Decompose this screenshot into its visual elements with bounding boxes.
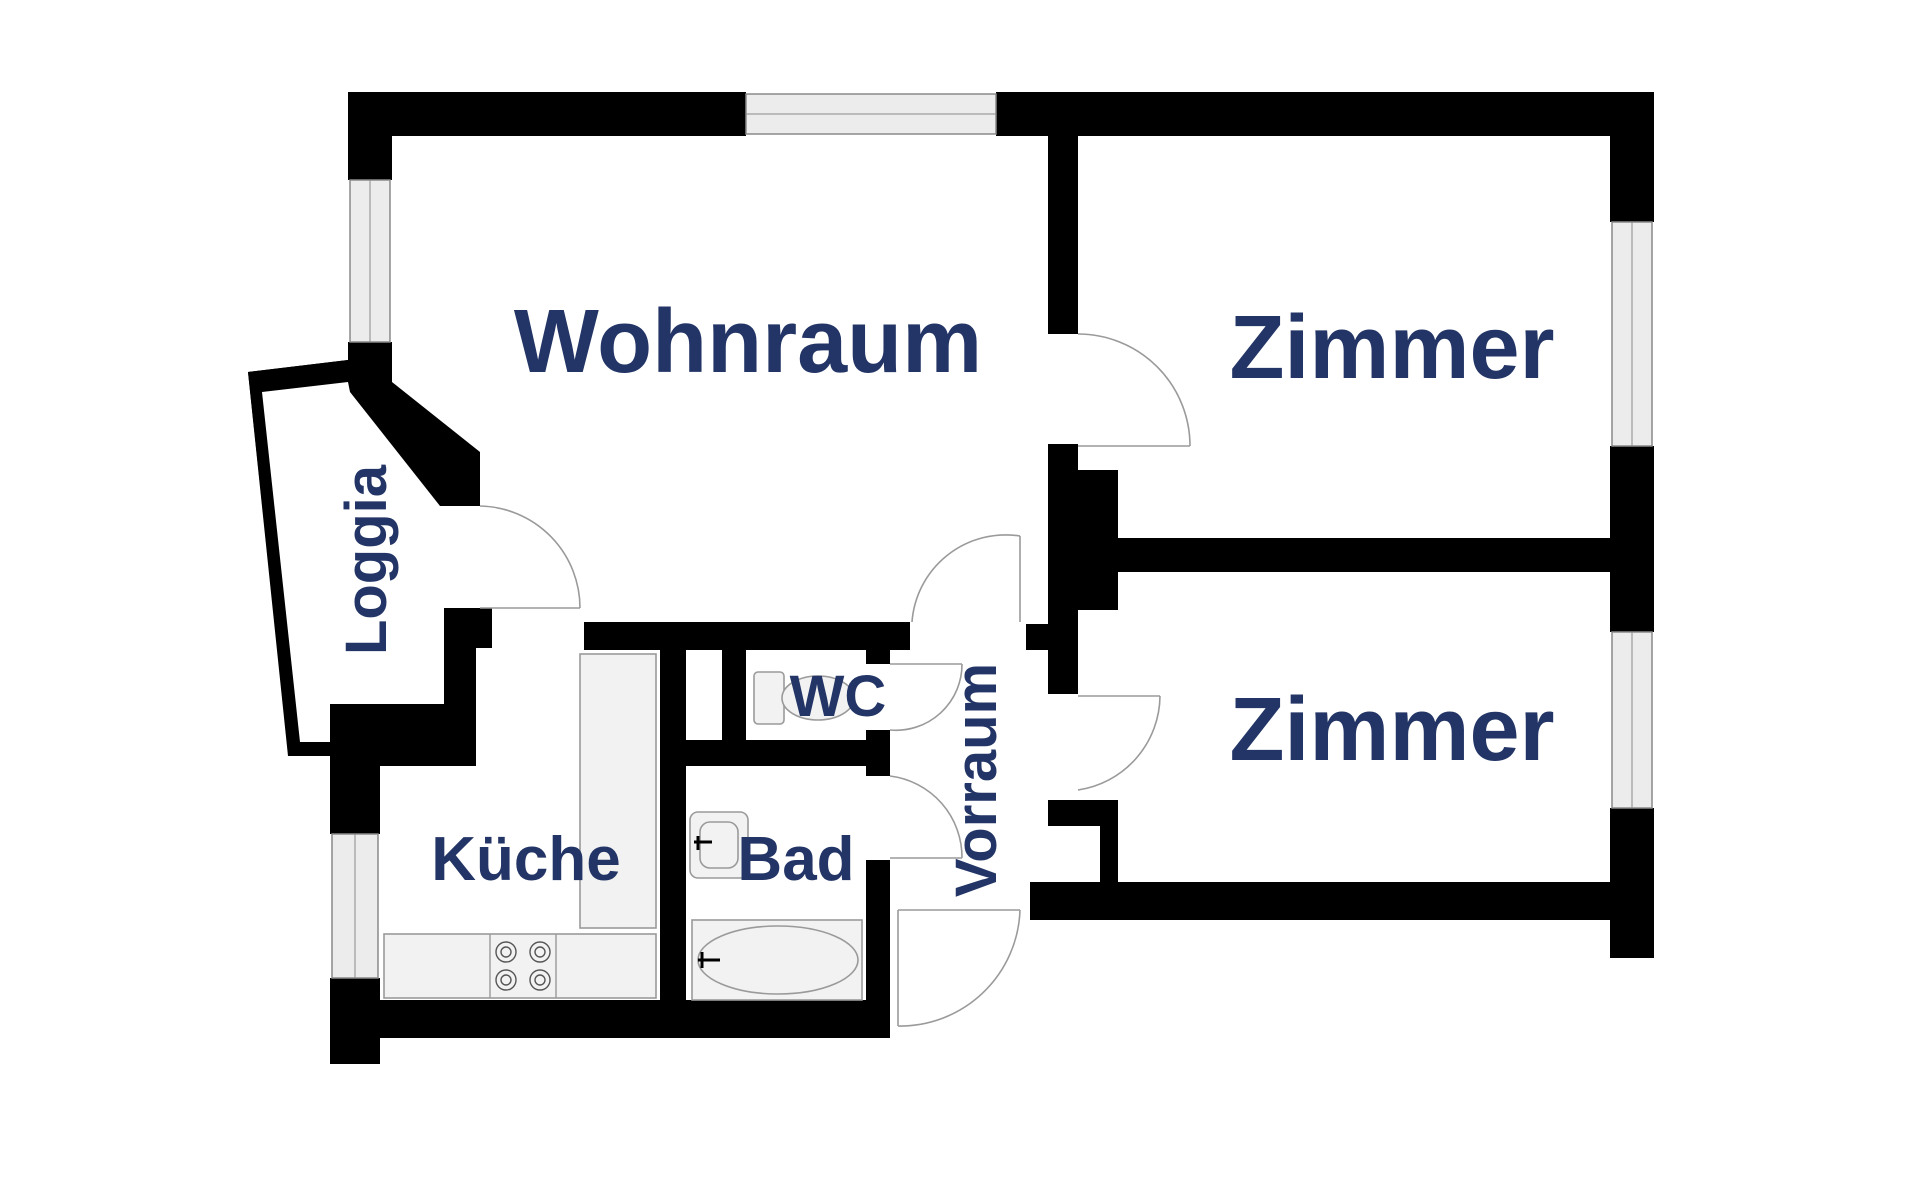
wall-zimmer-low-b: [1100, 800, 1118, 896]
windows: [331, 93, 1653, 979]
label-vorraum: Vorraum: [944, 663, 1009, 897]
kitchen-tall-cabinet: [579, 653, 657, 929]
wall-wetcore-top: [584, 622, 910, 650]
wall-wc-left: [722, 646, 746, 750]
wall-wc-right-bottom: [866, 730, 890, 776]
label-loggia: Loggia: [334, 464, 399, 655]
wall-top-right: [996, 92, 1654, 136]
wall-diagonal: [348, 382, 480, 506]
toilet-icon: [753, 671, 855, 725]
wall-wc-right-top: [866, 646, 890, 664]
wall-left-pier: [348, 342, 392, 382]
wall-kitchen-bottom: [330, 1000, 890, 1038]
wall-right-top: [1610, 92, 1654, 222]
wall-wc-bath: [686, 740, 890, 766]
label-zimmer-top: Zimmer: [1229, 298, 1554, 398]
wall-top-left: [348, 92, 746, 136]
loggia-outline-inner: [248, 360, 348, 748]
wall-bath-right: [866, 860, 890, 1038]
label-wc: WC: [790, 664, 887, 729]
room-labels: Wohnraum Zimmer Zimmer Loggia Küche WC B…: [334, 292, 1555, 897]
wall-left-upper: [348, 92, 392, 180]
washbasin-icon: [689, 811, 749, 879]
doors: [479, 333, 1191, 1027]
wall-kitchen-left-upper: [330, 704, 380, 834]
label-wohnraum: Wohnraum: [514, 292, 982, 392]
wall-partition-stub: [1026, 624, 1078, 650]
wall-kitchen-bath: [660, 622, 686, 1032]
kitchen-counter: [383, 933, 657, 999]
wall-zimmer-divider: [1078, 538, 1610, 572]
stove-icon: [495, 941, 551, 991]
label-zimmer-bottom: Zimmer: [1229, 680, 1554, 780]
wall-zimmer-bottom: [1030, 882, 1654, 920]
wall-partition-mid: [1048, 444, 1078, 694]
wall-right-mid: [1610, 446, 1654, 632]
bathtub-icon: [691, 919, 863, 1001]
fixtures: [383, 653, 863, 1001]
wall-partition-upper: [1048, 136, 1078, 334]
walls: [330, 92, 1654, 1064]
label-kueche: Küche: [431, 825, 620, 894]
label-bad: Bad: [737, 825, 854, 894]
loggia-outline: [248, 360, 348, 756]
